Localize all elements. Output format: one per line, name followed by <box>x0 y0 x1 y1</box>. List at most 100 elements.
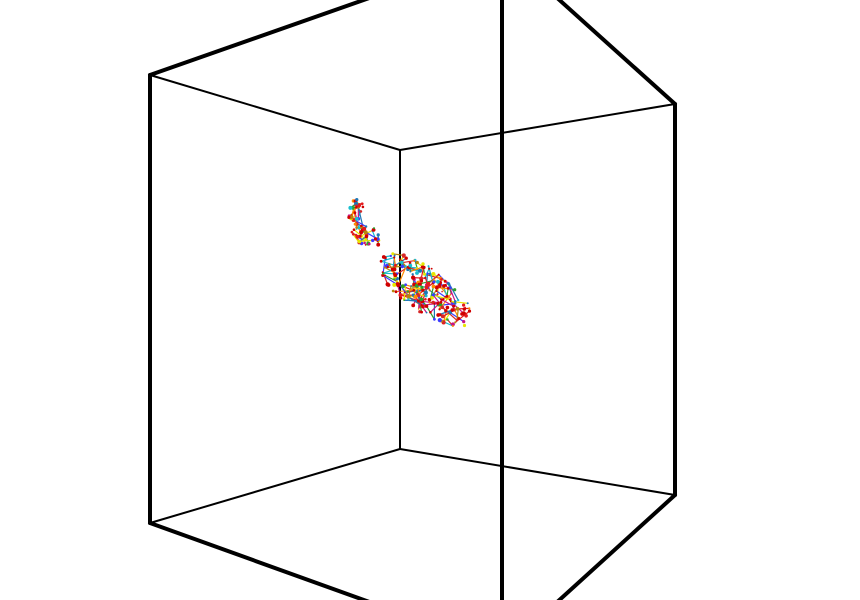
atom <box>428 301 431 304</box>
bounding-box-back-edges <box>149 74 676 524</box>
atom <box>412 288 416 292</box>
atom <box>411 303 416 308</box>
atom <box>457 317 461 321</box>
atom <box>446 318 449 321</box>
atom <box>429 311 432 314</box>
atom <box>424 294 428 298</box>
atom <box>417 282 421 286</box>
atom <box>363 241 366 245</box>
atom <box>357 239 362 244</box>
atom <box>445 305 450 310</box>
atom <box>441 290 443 293</box>
bond <box>407 286 423 292</box>
atom <box>355 204 358 207</box>
atom <box>407 298 410 301</box>
box-edge <box>399 448 676 496</box>
atom <box>424 298 427 301</box>
atom <box>431 272 436 276</box>
atom <box>359 230 364 235</box>
atom <box>415 271 419 275</box>
atom <box>360 224 363 228</box>
atom <box>364 237 368 242</box>
atom <box>431 284 436 289</box>
bond <box>380 256 395 262</box>
bond <box>456 308 459 321</box>
atom <box>426 272 429 275</box>
atom <box>440 278 443 281</box>
atom <box>400 260 404 265</box>
atom <box>448 310 452 315</box>
atom <box>391 252 395 256</box>
atom <box>393 256 396 259</box>
atom <box>404 256 408 260</box>
bond <box>404 299 419 302</box>
atom <box>360 202 364 206</box>
atom <box>349 215 354 220</box>
atom <box>353 211 357 215</box>
atom <box>428 267 431 270</box>
atom <box>419 297 424 302</box>
atom <box>424 276 427 279</box>
atom <box>395 282 400 286</box>
atom <box>355 234 360 239</box>
atom <box>383 266 386 269</box>
atom <box>402 297 406 301</box>
atom <box>440 314 445 319</box>
atom <box>355 226 358 229</box>
atom <box>419 279 424 283</box>
atom <box>400 284 405 289</box>
atom <box>448 283 451 286</box>
bounding-box-front-edges <box>148 0 677 600</box>
atom <box>396 280 399 283</box>
atom <box>353 208 356 211</box>
atom <box>401 253 406 258</box>
atom <box>393 273 398 278</box>
atom <box>391 289 395 293</box>
atom <box>424 285 429 290</box>
atom <box>406 294 411 299</box>
atom <box>413 259 416 262</box>
atom <box>362 226 367 231</box>
atom <box>354 201 359 206</box>
atom <box>364 225 368 228</box>
atom <box>381 271 384 273</box>
atom <box>415 260 419 265</box>
atom <box>408 263 413 268</box>
atom <box>350 230 354 234</box>
atom <box>457 307 460 310</box>
atom <box>373 227 375 230</box>
bond <box>380 260 396 266</box>
atom <box>399 296 403 300</box>
atom <box>433 317 436 321</box>
bond <box>427 274 440 285</box>
atom <box>450 292 453 295</box>
atom <box>464 314 468 318</box>
atom <box>462 323 467 328</box>
atom <box>455 319 459 322</box>
atom <box>413 294 418 299</box>
atom <box>442 284 446 288</box>
atom <box>403 299 405 302</box>
atom <box>411 273 414 276</box>
atom <box>406 290 409 293</box>
atom <box>443 279 447 283</box>
atom <box>362 239 365 242</box>
atom <box>437 304 439 307</box>
atom <box>355 198 359 202</box>
atom <box>363 230 368 235</box>
atom <box>376 242 381 247</box>
atom <box>392 267 397 272</box>
atom <box>449 297 452 300</box>
atom <box>420 285 424 289</box>
box-edge <box>148 521 370 600</box>
bond <box>401 260 415 264</box>
atom <box>384 274 386 277</box>
atom <box>427 297 432 302</box>
molecule-structure[interactable] <box>347 198 472 328</box>
atom <box>467 309 472 313</box>
atom <box>364 234 369 239</box>
atom <box>371 228 376 232</box>
atom <box>442 298 445 301</box>
